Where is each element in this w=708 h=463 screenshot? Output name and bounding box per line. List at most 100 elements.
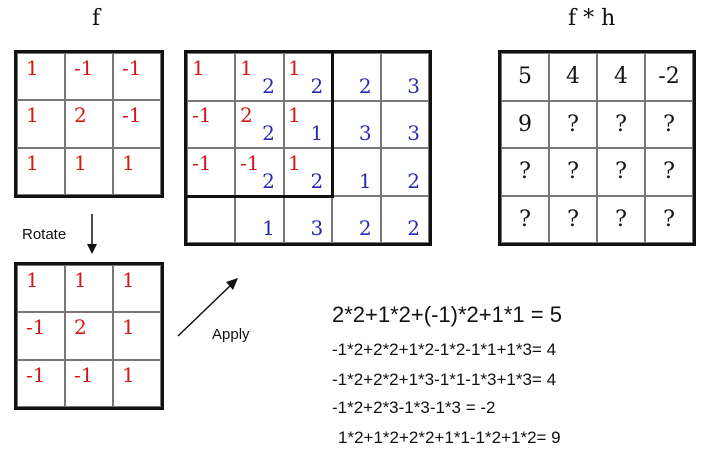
f-matrix-cell: -1 (113, 100, 161, 148)
f-matrix-cell: 2 (65, 100, 113, 148)
rotated-kernel-cell: -1 (65, 359, 113, 407)
result-cell: ? (549, 195, 597, 243)
apply-label: Apply (212, 326, 250, 343)
kernel-overlay-value: 1 (192, 56, 205, 80)
rotated-kernel-cell: 1 (113, 312, 161, 360)
down-arrow-icon (87, 214, 97, 254)
image-h-cell: 3 (380, 100, 429, 148)
image-h-cell: 2 (235, 53, 284, 101)
kernel-overlay-value: 1 (288, 103, 301, 128)
apply-arrow-icon (177, 278, 238, 337)
f-matrix-value: 2 (74, 103, 87, 128)
image-h-value: 1 (262, 216, 275, 240)
rotated-kernel-value: 1 (74, 268, 87, 292)
rotated-kernel-cell: 1 (113, 359, 161, 407)
kernel-overlay-value: 1 (288, 150, 301, 175)
rotated-kernel-cell: 1 (17, 265, 65, 313)
result-value: ? (519, 159, 531, 185)
kernel-overlay-cell: 1 (283, 148, 331, 195)
rotated-kernel-value: 1 (26, 268, 39, 292)
result-cell: 4 (549, 53, 597, 101)
rotate-label: Rotate (22, 226, 67, 243)
result-value: ? (663, 159, 675, 185)
image-h-cell (187, 195, 236, 243)
result-value: 9 (518, 111, 532, 137)
result-cell: -2 (645, 53, 693, 101)
result-value: ? (663, 111, 675, 137)
equation-2: -1*2+2*2+1*2-1*2-1*1+1*3= 4 (332, 340, 557, 359)
result-value: 5 (518, 64, 532, 90)
image-h-value: 2 (310, 168, 324, 193)
image-h-value: 2 (358, 73, 372, 98)
rotated-kernel-value: 1 (122, 362, 135, 387)
image-h-cell: 1 (332, 148, 381, 196)
result-value: -2 (658, 64, 680, 90)
image-h-cell: 2 (235, 100, 284, 148)
f-matrix-cell: 1 (113, 147, 161, 195)
rotated-kernel-value: -1 (74, 362, 94, 387)
kernel-overlay-cell: 1 (187, 53, 235, 100)
result-cell: ? (501, 148, 549, 196)
result-cell: ? (645, 195, 693, 243)
rotated-kernel-value: 1 (122, 315, 135, 340)
result-cell: ? (597, 148, 645, 196)
image-h-cell: 2 (332, 195, 381, 243)
result-cell: ? (645, 100, 693, 148)
image-h-value: 2 (407, 216, 420, 240)
f-matrix-cell: 1 (17, 53, 65, 101)
title-f-star-h: f * h (568, 6, 616, 31)
image-h-cell: 3 (332, 100, 381, 148)
f-matrix-value: -1 (122, 56, 142, 80)
result-cell: ? (549, 100, 597, 148)
result-value: 4 (614, 64, 628, 90)
kernel-overlay-value: -1 (192, 150, 212, 175)
result-value: ? (615, 206, 627, 232)
result-value: ? (519, 206, 531, 232)
result-matrix: 5 4 4 -2 9??????????? (498, 50, 696, 246)
kernel-overlay-cell: -1 (235, 148, 283, 195)
result-cell: ? (549, 148, 597, 196)
image-h-value: 2 (262, 121, 275, 145)
kernel-overlay-value: 1 (288, 56, 301, 80)
image-h-value: 2 (310, 73, 324, 98)
result-cell: 4 (597, 53, 645, 101)
result-cell: ? (501, 195, 549, 243)
f-matrix-value: 1 (122, 150, 135, 175)
rotated-kernel-value: 1 (122, 268, 135, 292)
equation-5: 1*2+1*2+2*2+1*1-1*2+1*2= 9 (338, 428, 561, 447)
image-h-cell: 2 (380, 195, 429, 243)
kernel-overlay-value: 2 (240, 103, 253, 128)
f-matrix-value: 1 (26, 150, 39, 175)
image-h-value: 2 (262, 73, 275, 98)
rotated-kernel-value: -1 (26, 362, 46, 387)
result-value: 4 (566, 64, 580, 90)
kernel-overlay-cell: -1 (187, 100, 235, 147)
f-matrix-cell: -1 (65, 53, 113, 101)
image-h-value: 3 (407, 73, 420, 98)
result-cell: ? (597, 100, 645, 148)
rotated-kernel-cell: -1 (17, 359, 65, 407)
result-value: ? (567, 159, 579, 185)
rotated-kernel-cell: 1 (65, 265, 113, 313)
result-value: ? (615, 111, 627, 137)
kernel-overlay-value: -1 (240, 150, 260, 175)
result-value: ? (567, 111, 579, 137)
f-matrix-value: -1 (122, 103, 142, 128)
image-h-value: 2 (407, 168, 420, 193)
kernel-overlay-cell: 1 (235, 53, 283, 100)
image-h-value: 1 (310, 121, 324, 145)
result-cell: 5 (501, 53, 549, 101)
f-matrix-cell: 1 (17, 100, 65, 148)
kernel-overlay-cell: 2 (235, 100, 283, 147)
kernel-overlay-value: -1 (192, 103, 212, 128)
image-h-cell (187, 53, 236, 101)
result-cell: 9 (501, 100, 549, 148)
image-h-cell: 3 (380, 53, 429, 101)
image-h-value: 2 (358, 216, 372, 240)
image-h-value: 2 (262, 168, 275, 193)
f-matrix-value: 1 (26, 56, 39, 80)
result-cell: ? (597, 195, 645, 243)
